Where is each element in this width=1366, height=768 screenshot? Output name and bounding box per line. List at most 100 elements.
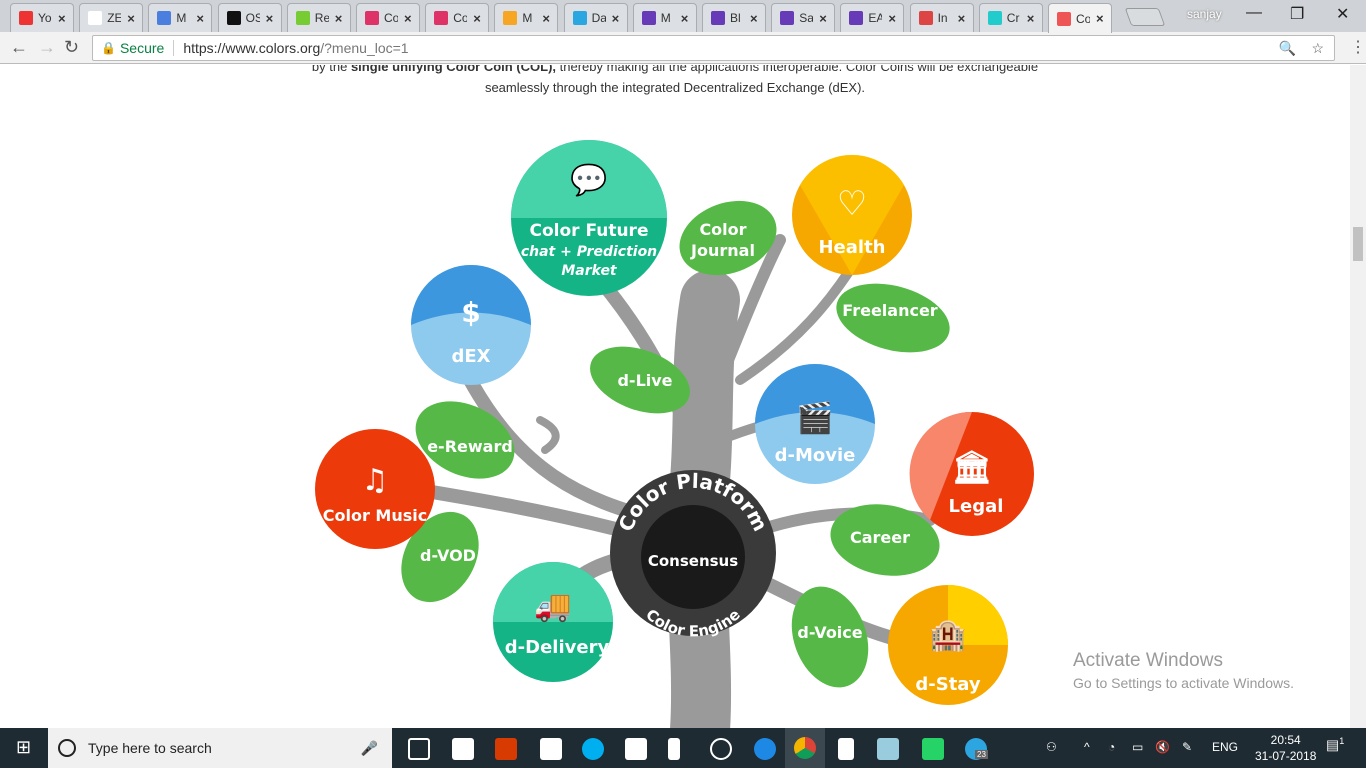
close-tab-icon[interactable]: × [58,10,66,26]
close-tab-icon[interactable]: × [888,10,896,26]
text: thereby making all the applications inte… [556,65,1039,74]
close-tab-icon[interactable]: × [1026,10,1035,26]
search-placeholder: Type here to search [88,740,212,756]
bookmark-star-icon[interactable]: ☆ [1311,39,1324,56]
defender-icon[interactable] [838,738,854,760]
tab-title: Co [384,11,398,25]
profile-name[interactable]: sanjay [1187,7,1222,21]
activate-title: Activate Windows [1073,650,1223,671]
restore-button[interactable]: ❐ [1290,6,1305,23]
voice-recorder-icon[interactable] [668,738,680,760]
close-tab-icon[interactable]: × [611,10,620,26]
browser-tab[interactable]: M× [148,3,213,32]
browser-tab[interactable]: Bl × [702,3,766,32]
zoom-icon[interactable]: 🔍 [1278,39,1296,56]
favicon-icon [434,11,449,25]
text-bold: single unifying Color Coin (COL), [350,65,557,74]
favicon-icon [88,11,103,25]
pen-icon[interactable]: ✎ [1182,740,1193,754]
browser-tab[interactable]: EA× [840,3,905,32]
leaf-label: Color [699,220,746,239]
close-tab-icon[interactable]: × [1096,11,1104,26]
close-tab-icon[interactable]: × [542,10,550,26]
heart-icon: ♡ [837,184,867,224]
browser-tab[interactable]: M× [494,3,559,32]
browser-tab[interactable]: OS× [217,3,282,32]
close-tab-icon[interactable]: × [473,10,481,26]
forward-icon[interactable]: → [38,37,56,57]
address-bar[interactable]: 🔒 Secure https://www.colors.org/?menu_lo… [92,35,1335,61]
alarms-icon[interactable] [710,738,732,760]
tab-title: Da [591,11,606,25]
close-tab-icon[interactable]: × [957,10,966,26]
language-indicator[interactable]: ENG [1212,740,1239,754]
close-tab-icon[interactable]: × [196,10,204,26]
menu-icon[interactable]: ⋮ [1350,39,1366,56]
svg-text:Color Future: Color Future [530,221,649,241]
task-view-icon[interactable] [408,738,430,760]
time: 20:54 [1270,733,1301,747]
edge-icon[interactable] [754,738,776,760]
browser-tab[interactable]: Sa× [771,3,836,32]
coins-icon: $ [461,296,480,329]
favicon-icon [641,11,656,25]
close-tab-icon[interactable]: × [680,10,689,26]
node-color-future: 💬 Color Future chat + Prediction Market [511,140,667,296]
favicon-icon [849,11,864,25]
favicon-icon [503,11,518,25]
chat-icon: 💬 [570,162,607,198]
minimize-button[interactable]: — [1246,4,1262,21]
camera-icon[interactable] [540,738,562,760]
new-tab-button[interactable] [1124,8,1166,26]
close-tab-icon[interactable]: × [750,10,758,26]
taskbar-search[interactable]: Type here to search 🎤 [48,728,392,768]
browser-tab[interactable]: M× [632,3,697,32]
store-icon[interactable] [452,738,474,760]
url-text[interactable]: https://www.colors.org/?menu_loc=1 [183,40,408,56]
browser-tab[interactable]: In× [909,3,974,32]
mail-icon[interactable] [625,738,647,760]
microphone-icon[interactable]: 🎤 [360,739,378,756]
svg-text:dEX: dEX [451,346,490,367]
browser-tab[interactable]: Re× [286,3,351,32]
scrollbar[interactable] [1350,65,1366,728]
whatsapp-icon[interactable] [922,738,944,760]
reload-icon[interactable]: ↻ [64,37,80,57]
node-legal: 🏛 Legal [909,411,1034,536]
app-icon[interactable] [877,738,899,760]
browser-tab[interactable]: Cr× [978,3,1043,32]
browser-tab[interactable]: Co × [356,3,420,32]
scrollbar-thumb[interactable] [1353,227,1363,261]
leaf-e-reward [415,401,515,479]
browser-tab[interactable]: Co× [425,3,490,32]
telegram-icon[interactable]: 23 [965,738,988,760]
notifications-icon[interactable]: ▤1 [1326,736,1345,753]
close-window-button[interactable]: ✕ [1336,6,1350,23]
skype-icon[interactable] [582,738,604,760]
favicon-icon [365,11,379,25]
windows-start-icon[interactable]: ⊞ [16,737,32,757]
favicon-icon [572,11,587,25]
tab-title: Bl [730,11,741,25]
chrome-taskbar-button[interactable] [785,728,825,768]
back-icon[interactable]: ← [10,37,28,57]
browser-tab[interactable]: Co× [1048,3,1112,33]
close-tab-icon[interactable]: × [265,10,274,26]
battery-icon[interactable]: ▭ [1132,740,1144,754]
activate-subtitle: Go to Settings to activate Windows. [1073,675,1294,691]
close-tab-icon[interactable]: × [334,10,343,26]
volume-muted-icon[interactable]: 🔇 [1155,740,1170,754]
browser-tab[interactable]: Da × [563,3,628,32]
close-tab-icon[interactable]: × [819,10,827,26]
favicon-icon [157,11,172,25]
wifi-icon[interactable]: ◔ [1108,740,1116,754]
close-tab-icon[interactable]: × [127,10,135,26]
close-tab-icon[interactable]: × [404,10,412,26]
office-icon[interactable] [495,738,517,760]
browser-tab[interactable]: ZE× [79,3,144,32]
people-icon[interactable]: ⚇ [1046,740,1057,754]
leaf-color-journal [679,200,777,276]
browser-tab[interactable]: Yo× [10,3,74,32]
show-hidden-icons[interactable]: ^ [1084,740,1090,754]
